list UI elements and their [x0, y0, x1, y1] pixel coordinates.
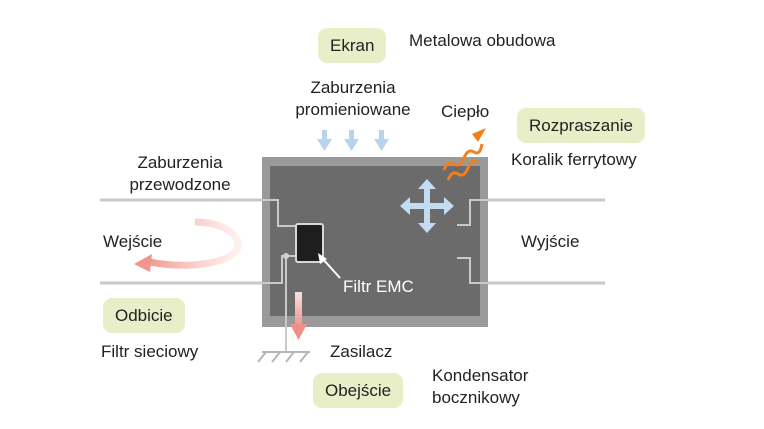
reflection-arrow-icon: [134, 218, 242, 272]
four-way-arrow-icon: [400, 179, 454, 233]
bypass-description-line1: Kondensator: [432, 366, 529, 385]
reflection-badge: Odbicie: [103, 298, 185, 333]
bypass-badge: Obejście: [313, 373, 404, 408]
radiated-label-line1: Zaburzenia: [310, 78, 396, 97]
bypass-arrow-icon: [290, 292, 307, 340]
external-wiring: [100, 198, 605, 285]
reflection-description: Filtr sieciowy: [101, 342, 199, 361]
junction-dot: [283, 253, 289, 259]
dissipation-description: Koralik ferrytowy: [511, 150, 637, 169]
filter-component-icon: [295, 223, 324, 263]
bypass-description-line2: bocznikowy: [432, 388, 520, 407]
input-label: Wejście: [103, 232, 163, 251]
filter-label: Filtr EMC: [343, 277, 414, 296]
heat-label: Ciepło: [441, 102, 490, 121]
shield-description: Metalowa obudowa: [409, 31, 556, 50]
power-label: Zasilacz: [330, 342, 393, 361]
output-label: Wyjście: [521, 232, 580, 251]
filter-pointer-arrow: [318, 253, 341, 279]
conducted-label-line2: przewodzone: [129, 175, 231, 194]
ground-icon: [257, 351, 310, 363]
shield-badge: Ekran: [318, 28, 387, 63]
conducted-label-line1: Zaburzenia: [137, 153, 223, 172]
radiated-arrow-icon: [317, 130, 389, 151]
dissipation-badge: Rozpraszanie: [517, 108, 645, 143]
radiated-label-line2: promieniowane: [295, 100, 411, 119]
heat-wave-icon: [442, 128, 486, 181]
